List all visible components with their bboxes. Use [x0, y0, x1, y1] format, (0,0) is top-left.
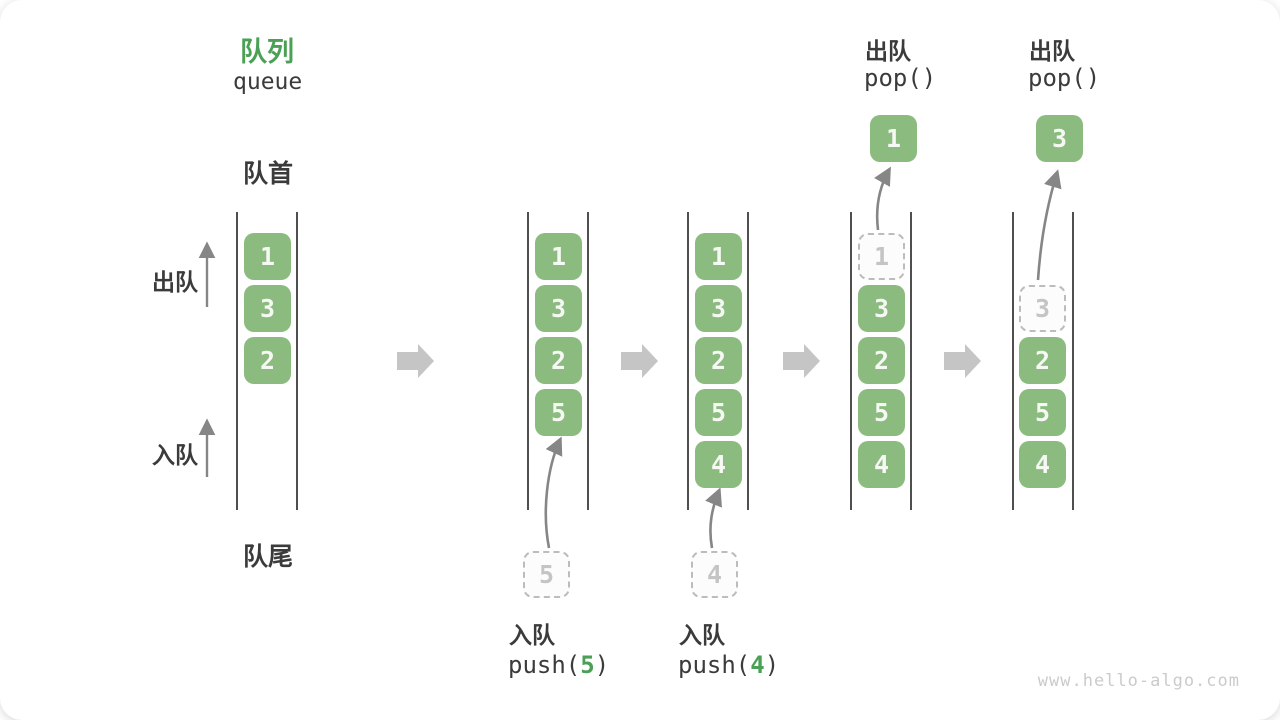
- pop-operation-label: 出队: [865, 39, 911, 65]
- queue-element: 2: [858, 337, 905, 384]
- queue-element: 4: [695, 441, 742, 488]
- queue-element: 1: [244, 233, 291, 280]
- dequeue-side-label: 出队: [152, 270, 198, 296]
- queue-element: 2: [695, 337, 742, 384]
- queue-element: 3: [858, 285, 905, 332]
- page-subtitle: queue: [233, 69, 303, 95]
- state-transition-arrow-icon: [621, 344, 658, 378]
- pop-operation-code: pop(): [864, 64, 937, 92]
- queue-element: 2: [535, 337, 582, 384]
- push-code-arg: 5: [580, 651, 595, 679]
- queue-element: 3: [244, 285, 291, 332]
- queue-walls: [687, 212, 749, 510]
- state-transition-arrow-icon: [783, 344, 820, 378]
- queue-walls: [527, 212, 589, 510]
- queue-front-label: 队首: [242, 159, 294, 188]
- queue-element: 1: [535, 233, 582, 280]
- queue-element: 4: [1019, 441, 1066, 488]
- push-operation-label: 入队: [679, 623, 725, 649]
- popped-element: 3: [1036, 115, 1083, 162]
- popped-element: 1: [870, 115, 917, 162]
- queue-rear-label: 队尾: [242, 542, 294, 571]
- removed-element-ghost: 1: [858, 233, 905, 280]
- queue-element: 5: [695, 389, 742, 436]
- queue-element: 3: [535, 285, 582, 332]
- push-operation-code: push(5): [508, 651, 609, 679]
- queue-element: 4: [858, 441, 905, 488]
- queue-walls: [850, 212, 912, 510]
- push-code-prefix: push(: [678, 651, 751, 679]
- queue-element: 2: [244, 337, 291, 384]
- queue-walls: [236, 212, 298, 510]
- queue-element: 5: [858, 389, 905, 436]
- watermark: www.hello-algo.com: [1037, 671, 1240, 691]
- pop-operation-label: 出队: [1029, 39, 1075, 65]
- push-code-suffix: ): [594, 651, 610, 679]
- state-transition-arrow-icon: [397, 344, 434, 378]
- incoming-element-ghost: 4: [691, 551, 738, 598]
- enqueue-side-label: 入队: [152, 443, 198, 469]
- pop-operation-code: pop(): [1028, 64, 1101, 92]
- queue-walls: [1012, 212, 1074, 510]
- queue-element: 5: [535, 389, 582, 436]
- push-code-prefix: push(: [508, 651, 581, 679]
- push-operation-code: push(4): [678, 651, 779, 679]
- removed-element-ghost: 3: [1019, 285, 1066, 332]
- queue-element: 3: [695, 285, 742, 332]
- queue-element: 2: [1019, 337, 1066, 384]
- push-operation-label: 入队: [509, 623, 555, 649]
- page-title: 队列: [240, 37, 294, 68]
- push-code-suffix: ): [764, 651, 780, 679]
- state-transition-arrow-icon: [944, 344, 981, 378]
- push-code-arg: 4: [750, 651, 765, 679]
- incoming-element-ghost: 5: [523, 551, 570, 598]
- queue-element: 1: [695, 233, 742, 280]
- queue-element: 5: [1019, 389, 1066, 436]
